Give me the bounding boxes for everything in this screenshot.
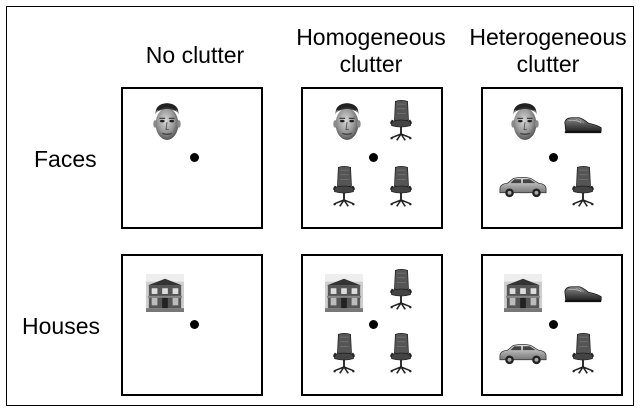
figure-frame [6, 6, 634, 406]
house-photo [145, 274, 185, 312]
car-photo [498, 342, 548, 366]
column-header-heterogeneous-clutter: Heterogeneous clutter [469, 24, 627, 77]
panel-faces-no-clutter [121, 87, 263, 229]
chair-photo [569, 165, 597, 207]
chair-photo [387, 99, 415, 141]
chair-photo [387, 332, 415, 374]
column-header-homogeneous-clutter: Homogeneous clutter [296, 24, 446, 77]
column-header-no-clutter: No clutter [145, 42, 245, 68]
fixation-dot [549, 153, 558, 162]
panel-faces-heterogeneous-clutter [481, 87, 623, 229]
fixation-dot [549, 320, 558, 329]
fixation-dot [190, 153, 199, 162]
chair-photo [330, 165, 358, 207]
chair-photo [387, 165, 415, 207]
panel-faces-homogeneous-clutter [301, 87, 443, 229]
face-photo [150, 101, 184, 145]
fixation-dot [369, 320, 378, 329]
house-photo [324, 274, 364, 312]
row-label-houses: Houses [22, 313, 100, 339]
panel-houses-homogeneous-clutter [301, 254, 443, 396]
shoe-photo [563, 284, 603, 304]
face-photo [330, 101, 364, 145]
shoe-photo [563, 115, 603, 135]
house-photo [503, 274, 543, 312]
fixation-dot [369, 153, 378, 162]
chair-photo [569, 332, 597, 374]
row-label-faces: Faces [34, 146, 97, 172]
panel-houses-heterogeneous-clutter [481, 254, 623, 396]
chair-photo [387, 268, 415, 310]
fixation-dot [190, 320, 199, 329]
face-photo [508, 101, 542, 145]
panel-houses-no-clutter [121, 254, 263, 396]
car-photo [498, 175, 548, 199]
chair-photo [330, 332, 358, 374]
